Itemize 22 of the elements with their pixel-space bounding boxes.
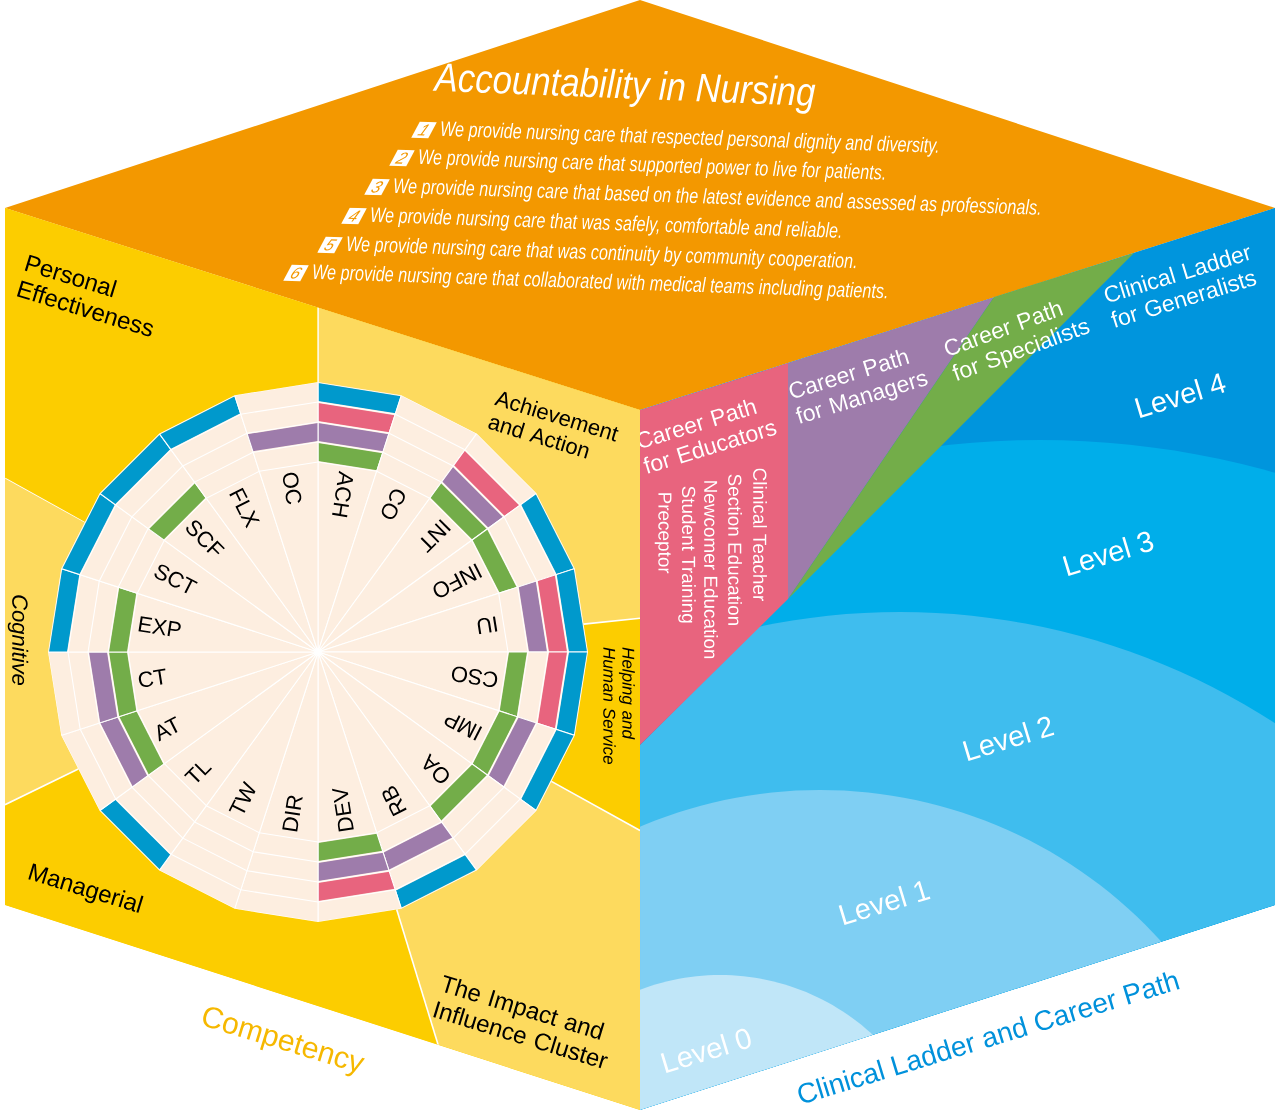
node-label: IMP <box>444 715 483 741</box>
sector-panel: Helping and Human Service <box>551 617 640 831</box>
node-label: TW <box>228 780 256 813</box>
number-badge: 6 <box>283 264 309 282</box>
number-badge: 1 <box>411 121 437 139</box>
node-label: DEV <box>332 788 354 832</box>
node-label: ACH <box>332 470 354 518</box>
node-label: CSO <box>451 666 498 688</box>
node-label: CO <box>381 489 405 520</box>
node-label: EXP <box>138 616 181 637</box>
node-label: Helping and Human Service <box>603 647 635 764</box>
node-label: CT <box>138 668 166 688</box>
number-badge: 4 <box>341 207 367 225</box>
node-label: SCT <box>154 564 198 594</box>
node-label: INFO <box>433 563 483 598</box>
node-label: OC <box>282 472 302 505</box>
number-badge: 5 <box>317 236 343 254</box>
node-label: DIR <box>282 795 303 832</box>
number-badge: 3 <box>364 178 390 196</box>
node-label: AT <box>157 716 178 742</box>
sector-panel: Cognitive <box>5 478 85 806</box>
number-badge: 2 <box>389 149 415 167</box>
